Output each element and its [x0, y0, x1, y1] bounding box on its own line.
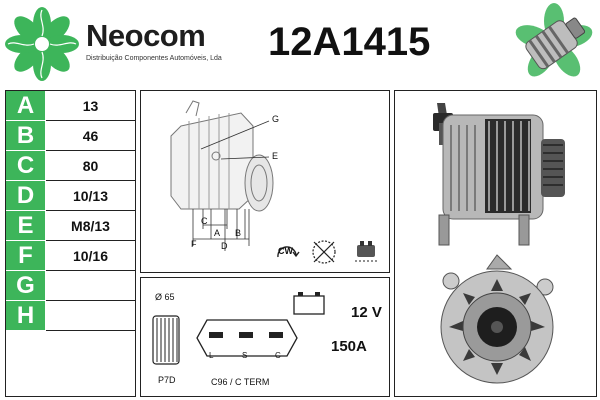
brand-tagline: Distribuição Componentes Automóveis, Lda [86, 55, 222, 62]
spec-value: M8/13 [46, 211, 135, 241]
voltage-value: 12 V [351, 304, 382, 321]
spec-letter: D [6, 181, 45, 211]
part-number: 12A1415 [268, 20, 431, 64]
spec-value: 10/16 [46, 241, 135, 271]
pulley-type: P7D [158, 375, 176, 385]
diagram-label-b: B [235, 228, 242, 238]
spec-letter: H [6, 301, 45, 331]
spec-letter: B [6, 121, 45, 151]
spec-value [46, 301, 135, 331]
spec-table: A 13 B 46 C 80 D 10/13 E M8/13 F 10/16 G… [5, 90, 136, 397]
alternator-line-drawing [170, 100, 274, 251]
electrical-spec-box: Ø 65 P7D L S C C96 / C TERM 12 V 150A [140, 277, 390, 397]
diagram-label-d: D [221, 241, 228, 251]
pulley-icon [152, 315, 180, 365]
spec-letter: E [6, 211, 45, 241]
rotation-label: CW [278, 246, 293, 256]
fan-type-icon [312, 240, 336, 264]
current-value: 150A [331, 338, 367, 355]
connector-plug-icon [196, 319, 298, 357]
spec-letter: C [6, 151, 45, 181]
diagram-label-e: E [272, 151, 279, 161]
diagram-label-a: A [214, 228, 221, 238]
pulley-diameter: Ø 65 [155, 292, 175, 302]
spec-row-g: G [6, 271, 135, 301]
spec-value: 46 [46, 121, 135, 151]
terminal-label-s: S [242, 351, 248, 360]
product-photos-box [394, 90, 597, 397]
spec-value [46, 271, 135, 301]
alternator-side-photo-icon [433, 103, 565, 246]
spec-row-b: B 46 [6, 121, 135, 151]
battery-icon [293, 292, 325, 315]
terminal-label-c: C [275, 351, 281, 360]
spec-value: 80 [46, 151, 135, 181]
spec-letter: G [6, 271, 45, 301]
spec-value: 10/13 [46, 181, 135, 211]
spec-row-h: H [6, 301, 135, 331]
diagram-label-f: F [191, 239, 197, 249]
brand-name: Neocom [86, 18, 206, 53]
spec-row-a: A 13 [6, 91, 135, 121]
dimension-diagram-box: G E C A B F D CW [140, 90, 390, 273]
spec-value: 13 [46, 91, 135, 121]
alternator-thumbnail-icon [515, 3, 593, 77]
regulator-connector-icon [355, 241, 377, 262]
spec-row-c: C 80 [6, 151, 135, 181]
spec-letter: F [6, 241, 45, 271]
diagram-label-c: C [201, 216, 208, 226]
diagram-label-g: G [272, 114, 280, 124]
spec-letter: A [6, 91, 45, 121]
terminal-type: C96 / C TERM [211, 377, 270, 387]
terminal-label-l: L [209, 351, 214, 360]
rotation-cw-icon [277, 246, 300, 258]
neocom-logo-icon [5, 7, 79, 81]
alternator-rear-photo-icon [440, 254, 554, 384]
spec-row-d: D 10/13 [6, 181, 135, 211]
spec-row-e: E M8/13 [6, 211, 135, 241]
spec-row-f: F 10/16 [6, 241, 135, 271]
